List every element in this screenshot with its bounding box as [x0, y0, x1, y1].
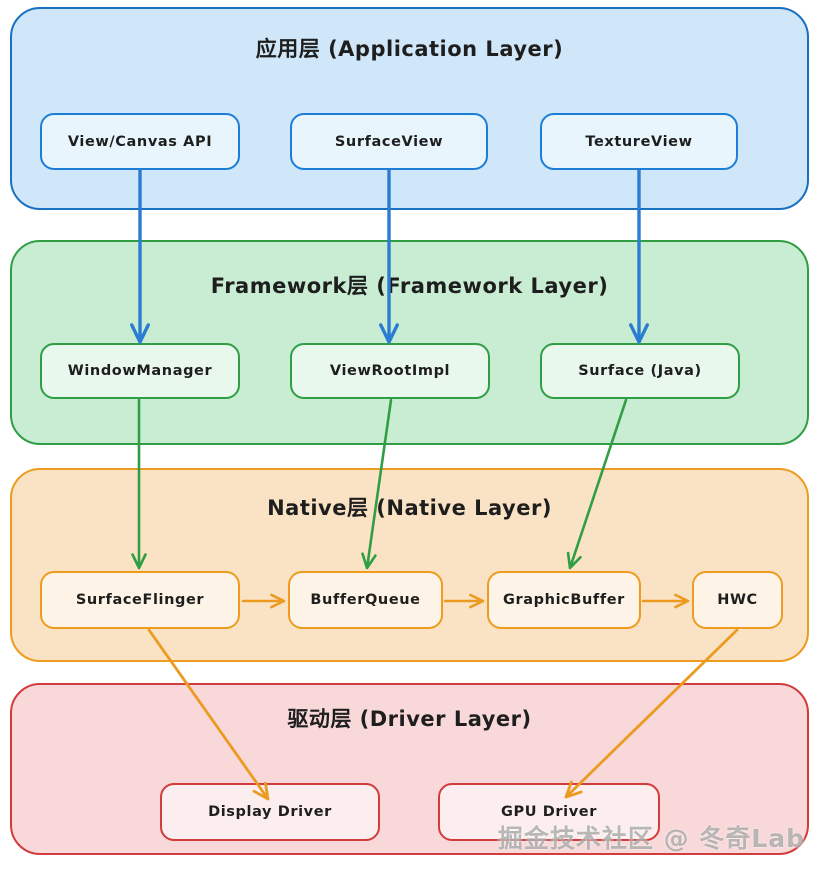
application-layer: 应用层 (Application Layer): [10, 7, 809, 210]
node-label: SurfaceFlinger: [75, 592, 205, 608]
node-surfaceview: SurfaceView: [290, 113, 488, 170]
node-label: View/Canvas API: [67, 133, 213, 150]
node-hwc: HWC: [692, 571, 783, 629]
node-label: Display Driver: [208, 804, 332, 820]
native-layer-title: Native层 (Native Layer): [267, 496, 552, 520]
node-view-canvas-api: View/Canvas API: [40, 113, 240, 170]
node-surfaceflinger: SurfaceFlinger: [40, 571, 240, 629]
node-surface-java: Surface (Java): [540, 343, 740, 399]
node-textureview: TextureView: [540, 113, 738, 170]
node-label: GraphicBuffer: [503, 592, 625, 608]
node-label: Surface (Java): [578, 363, 702, 379]
node-label: SurfaceView: [334, 133, 444, 150]
node-viewrootimpl: ViewRootImpl: [290, 343, 490, 399]
node-label: ViewRootImpl: [329, 363, 451, 379]
node-display-driver: Display Driver: [160, 783, 380, 841]
driver-layer-title: 驱动层 (Driver Layer): [287, 707, 532, 731]
node-label: GPU Driver: [501, 804, 597, 820]
application-layer-title: 应用层 (Application Layer): [255, 37, 564, 61]
framework-layer-title: Framework层 (Framework Layer): [210, 274, 609, 298]
node-windowmanager: WindowManager: [40, 343, 240, 399]
node-label: BufferQueue: [310, 592, 421, 608]
node-label: HWC: [717, 592, 758, 608]
watermark: 掘金技术社区 @ 冬奇Lab: [497, 824, 805, 853]
node-label: WindowManager: [67, 363, 213, 379]
node-bufferqueue: BufferQueue: [288, 571, 443, 629]
native-layer: Native层 (Native Layer): [10, 468, 809, 662]
node-label: TextureView: [585, 133, 693, 150]
node-graphicbuffer: GraphicBuffer: [487, 571, 641, 629]
